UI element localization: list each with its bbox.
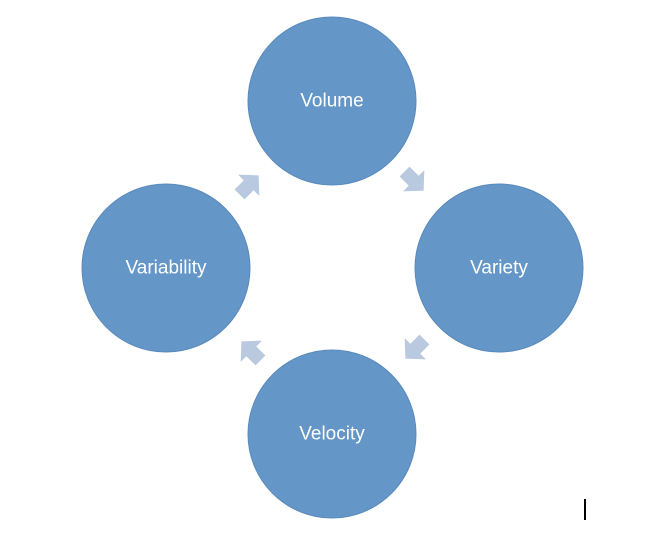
node-volume: Volume	[247, 16, 417, 186]
node-velocity-circle	[247, 349, 417, 519]
arrow-variability-to-volume	[234, 174, 260, 200]
arrow-velocity-to-variability	[240, 340, 266, 366]
node-velocity-label: Velocity	[299, 424, 365, 445]
node-variability-label: Variability	[126, 258, 207, 279]
node-variety: Variety	[414, 183, 584, 353]
node-variety-circle	[414, 183, 584, 353]
text-cursor	[584, 499, 586, 520]
node-variability-circle	[81, 183, 251, 353]
arrow-variety-to-velocity	[404, 334, 430, 360]
node-variability: Variability	[81, 183, 251, 353]
node-velocity: Velocity	[247, 349, 417, 519]
cycle-nodes: Volume Variety Velocity Variability	[81, 16, 584, 519]
arrow-volume-to-variety	[399, 166, 425, 192]
node-volume-circle	[247, 16, 417, 186]
node-volume-label: Volume	[300, 91, 363, 112]
node-variety-label: Variety	[470, 258, 528, 279]
cycle-arrows	[234, 166, 430, 366]
